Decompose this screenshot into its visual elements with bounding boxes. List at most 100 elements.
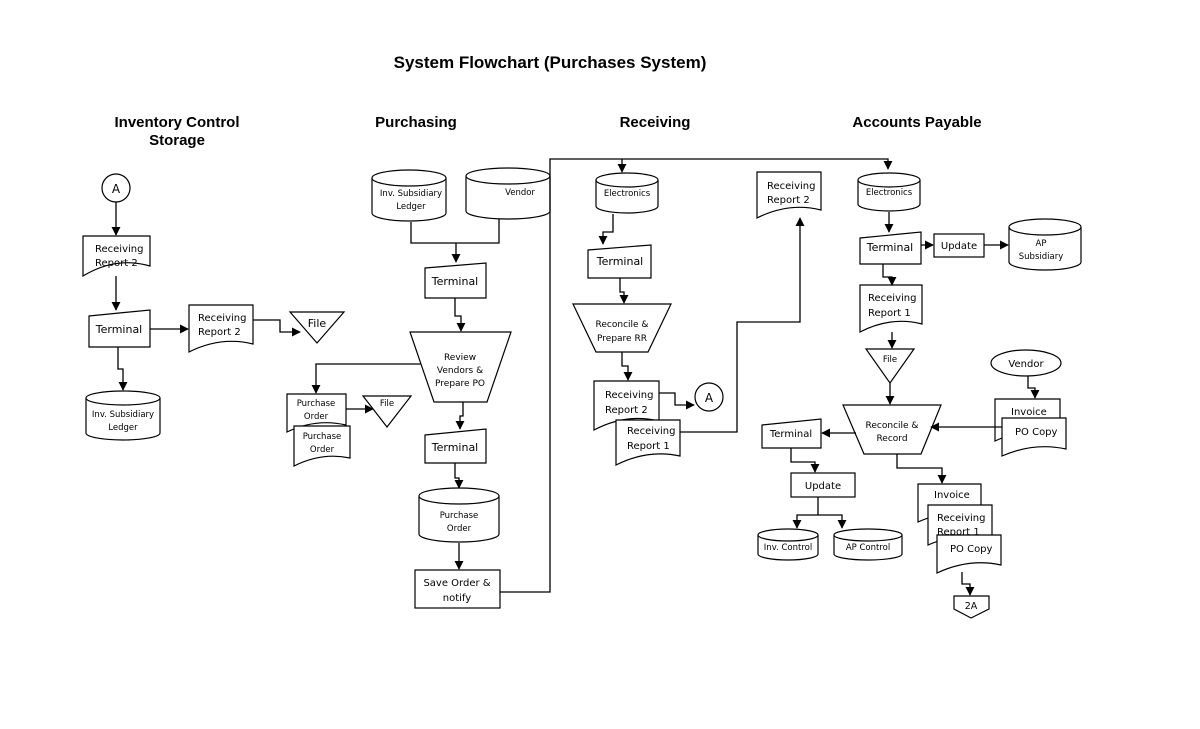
flow-line xyxy=(621,352,633,381)
ap-receiving-report-1: Receiving Report 1 xyxy=(859,284,923,333)
flow-line xyxy=(410,222,456,244)
svg-text:Record: Record xyxy=(876,434,907,444)
svg-text:Review: Review xyxy=(444,353,476,363)
svg-text:PO Copy: PO Copy xyxy=(1015,427,1058,438)
svg-text:Reconcile &: Reconcile & xyxy=(596,320,649,330)
rec-connector-a: A xyxy=(694,382,724,412)
svg-text:AP: AP xyxy=(1036,239,1047,249)
ap-vendor-terminator: Vendor xyxy=(990,349,1062,377)
purch-review-vendors-process: Review Vendors & Prepare PO xyxy=(409,331,512,403)
svg-text:Terminal: Terminal xyxy=(769,429,812,440)
svg-text:Receiving: Receiving xyxy=(95,244,143,255)
ap-inv-control-storage: Inv. Control xyxy=(757,528,819,561)
ap-subsidiary-storage: AP Subsidiary xyxy=(1008,218,1082,271)
svg-text:AP Control: AP Control xyxy=(846,543,890,553)
svg-text:Ledger: Ledger xyxy=(396,202,426,212)
svg-text:Inv. Control: Inv. Control xyxy=(764,543,812,553)
svg-text:Report 1: Report 1 xyxy=(868,308,911,319)
lane-title-accounts-payable: Accounts Payable xyxy=(852,114,981,131)
svg-text:Receiving: Receiving xyxy=(767,181,815,192)
inv-terminal: Terminal xyxy=(88,309,151,348)
rec-terminal: Terminal xyxy=(587,244,652,279)
svg-text:Terminal: Terminal xyxy=(431,275,479,288)
svg-text:PO Copy: PO Copy xyxy=(950,544,993,555)
svg-text:Report 1: Report 1 xyxy=(627,441,670,452)
flow-line xyxy=(790,448,820,473)
svg-text:Terminal: Terminal xyxy=(596,255,644,268)
flow-line xyxy=(818,514,847,529)
svg-text:File: File xyxy=(308,317,327,330)
svg-text:Update: Update xyxy=(941,241,977,252)
inv-receiving-report-2-document: Receiving Report 2 xyxy=(82,235,151,278)
flow-line xyxy=(598,214,614,245)
flow-line xyxy=(455,402,465,430)
flow-line xyxy=(454,298,466,332)
svg-text:Update: Update xyxy=(805,481,841,492)
svg-text:Report 2: Report 2 xyxy=(605,405,648,416)
svg-text:Vendors &: Vendors & xyxy=(437,366,483,376)
svg-text:Terminal: Terminal xyxy=(431,441,479,454)
svg-text:Receiving: Receiving xyxy=(627,426,675,437)
flow-line xyxy=(882,264,897,286)
flow-line xyxy=(896,454,947,484)
svg-text:Report 2: Report 2 xyxy=(198,327,241,338)
svg-text:File: File xyxy=(883,355,897,365)
flow-line xyxy=(659,392,695,410)
purch-purchase-order-doc-1: Purchase Order xyxy=(286,393,347,433)
svg-text:Reconcile &: Reconcile & xyxy=(866,421,919,431)
purch-terminal-2: Terminal xyxy=(424,428,487,464)
svg-text:Purchase: Purchase xyxy=(440,511,479,521)
ap-offpage-connector-2a: 2A xyxy=(953,595,990,619)
svg-text:2A: 2A xyxy=(965,601,978,612)
svg-text:Inv. Subsidiary: Inv. Subsidiary xyxy=(92,410,154,420)
svg-text:Receiving: Receiving xyxy=(198,313,246,324)
svg-text:Purchase: Purchase xyxy=(297,399,336,409)
lane-title-receiving: Receiving xyxy=(620,114,691,131)
lane-title-inventory-line1: Inventory Control xyxy=(114,114,239,131)
svg-text:File: File xyxy=(380,399,394,409)
lane-title-purchasing: Purchasing xyxy=(375,114,457,131)
svg-text:Subsidiary: Subsidiary xyxy=(1019,252,1063,262)
svg-text:Report 1: Report 1 xyxy=(937,527,980,538)
purch-file: File xyxy=(361,395,413,428)
flow-line xyxy=(1027,376,1040,399)
purch-purchase-order-storage: Purchase Order xyxy=(418,487,500,543)
svg-text:Report 2: Report 2 xyxy=(95,258,138,269)
svg-text:Prepare RR: Prepare RR xyxy=(597,334,647,344)
ap-file: File xyxy=(864,348,916,385)
svg-text:Report 2: Report 2 xyxy=(767,195,810,206)
ap-po-copy-document-2: PO Copy xyxy=(936,534,1002,574)
rec-electronics-storage: Electronics xyxy=(595,172,659,214)
svg-text:Ledger: Ledger xyxy=(108,423,138,433)
svg-text:Purchase: Purchase xyxy=(303,432,342,442)
rec-reconcile-prepare-rr: Reconcile & Prepare RR xyxy=(572,303,672,353)
inv-receiving-report-2-copy: Receiving Report 2 xyxy=(188,304,254,353)
svg-text:Terminal: Terminal xyxy=(95,323,143,336)
svg-text:Order: Order xyxy=(447,524,472,534)
svg-text:Terminal: Terminal xyxy=(866,241,914,254)
ap-reconcile-record-process: Reconcile & Record xyxy=(842,404,942,455)
svg-text:Electronics: Electronics xyxy=(866,188,913,198)
inv-connector-a: A xyxy=(101,173,131,203)
svg-text:Receiving: Receiving xyxy=(868,293,916,304)
svg-text:A: A xyxy=(705,391,714,405)
flow-line xyxy=(311,363,421,394)
flow-line xyxy=(680,217,805,433)
ap-ap-control-storage: AP Control xyxy=(833,528,903,561)
svg-text:Electronics: Electronics xyxy=(604,189,651,199)
svg-text:Invoice: Invoice xyxy=(1011,407,1047,418)
flow-line xyxy=(253,319,301,337)
page-title: System Flowchart (Purchases System) xyxy=(394,53,707,72)
ap-update-1: Update xyxy=(933,233,985,258)
inv-subsidiary-ledger-storage: Inv. Subsidiary Ledger xyxy=(85,390,161,441)
svg-text:Vendor: Vendor xyxy=(1008,359,1044,370)
flow-line xyxy=(451,219,500,263)
svg-text:Inv. Subsidiary: Inv. Subsidiary xyxy=(380,189,442,199)
svg-text:Receiving: Receiving xyxy=(605,390,653,401)
svg-text:Invoice: Invoice xyxy=(934,490,970,501)
svg-text:notify: notify xyxy=(443,593,472,604)
ap-terminal-2: Terminal xyxy=(761,418,822,449)
ap-electronics-storage: Electronics xyxy=(857,172,921,212)
svg-text:A: A xyxy=(112,182,121,196)
